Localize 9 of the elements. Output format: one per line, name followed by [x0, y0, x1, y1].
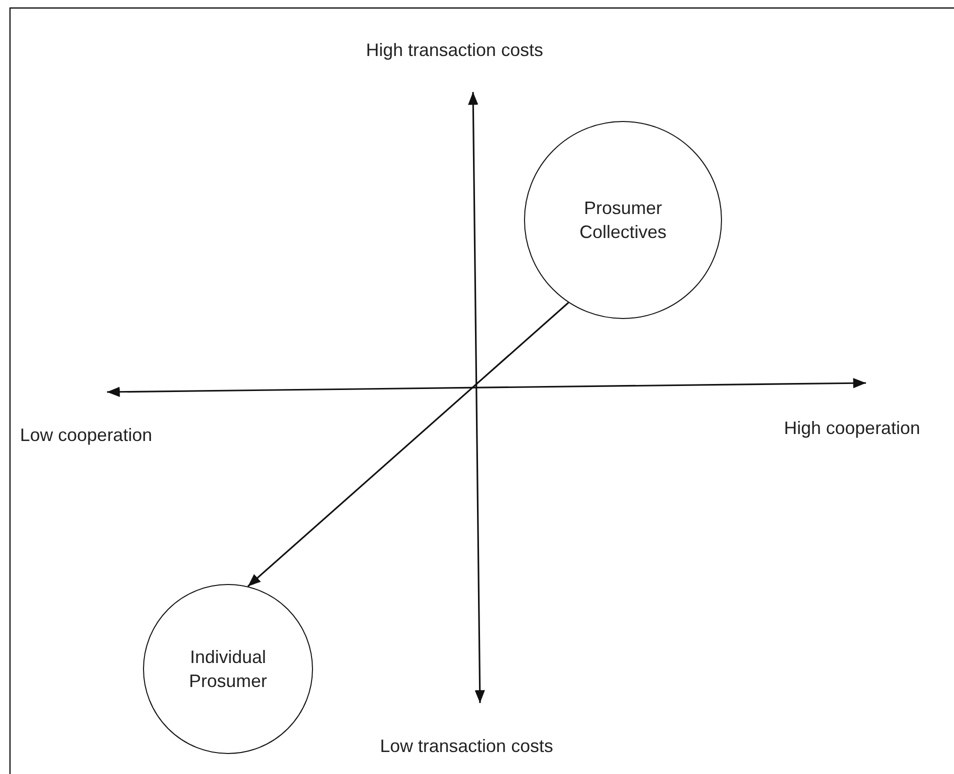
- axis-label: High cooperation: [784, 418, 920, 439]
- circle-node: [524, 121, 722, 319]
- axis-label: Low cooperation: [20, 425, 152, 446]
- axis-label: High transaction costs: [366, 40, 544, 61]
- node-label: Prosumer Collectives: [578, 196, 668, 244]
- arrow: [247, 302, 569, 587]
- circle-node: [143, 584, 313, 754]
- node-label: Individual Prosumer: [188, 646, 268, 693]
- axis-label: Low transaction costs: [380, 736, 554, 757]
